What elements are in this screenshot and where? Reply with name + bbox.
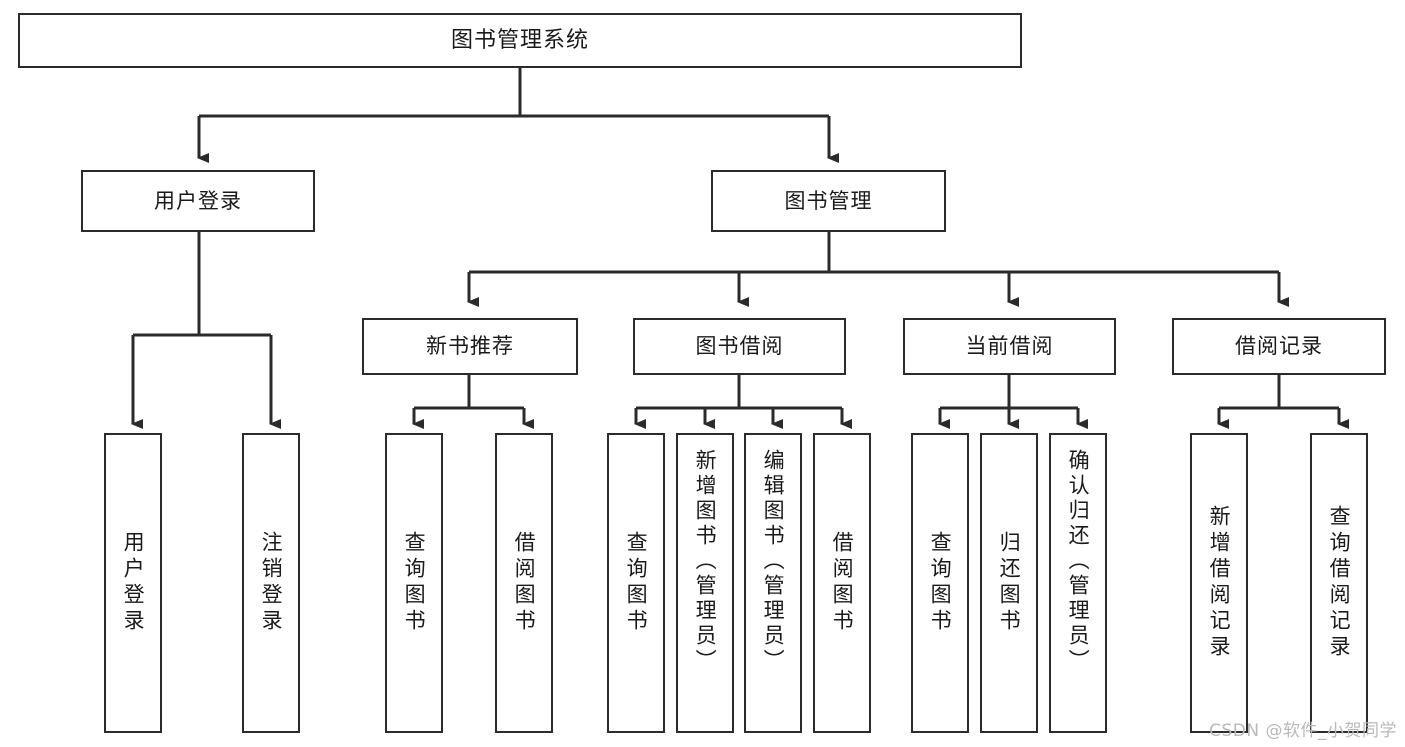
node-leaf-borrow-book-label: 借阅图书 [830,531,855,635]
node-leaf-borrow-book[interactable]: 借阅图书 [813,433,871,733]
node-user-login[interactable]: 用户登录 [81,170,315,232]
node-book-manage-label: 图书管理 [784,188,873,213]
node-leaf-edit-book-admin-label: 编辑图书（管理员） [761,449,786,674]
node-leaf-add-book-admin-label: 新增图书（管理员） [693,449,718,674]
node-leaf-logout-label: 注销登录 [259,531,284,635]
node-root-label: 图书管理系统 [450,27,589,53]
node-leaf-query-borrow-record-label: 查询借阅记录 [1327,505,1352,661]
node-leaf-add-borrow-record[interactable]: 新增借阅记录 [1190,433,1248,733]
node-book-borrow[interactable]: 图书借阅 [633,318,846,375]
node-current-borrow[interactable]: 当前借阅 [903,318,1116,375]
node-book-manage[interactable]: 图书管理 [711,170,946,232]
node-leaf-add-borrow-record-label: 新增借阅记录 [1207,505,1232,661]
node-leaf-confirm-return-admin[interactable]: 确认归还（管理员） [1049,433,1107,733]
watermark: CSDN @软件_小贺同学 [1209,721,1397,741]
node-leaf-query-borrow-record[interactable]: 查询借阅记录 [1310,433,1368,733]
node-leaf-query-book-recommend[interactable]: 查询图书 [385,433,443,733]
node-leaf-return-book[interactable]: 归还图书 [980,433,1038,733]
node-user-login-label: 用户登录 [154,188,242,213]
node-leaf-logout[interactable]: 注销登录 [242,433,300,733]
node-leaf-query-book-current-label: 查询图书 [928,531,953,635]
node-new-book-recommend-label: 新书推荐 [426,334,514,359]
node-leaf-add-book-admin[interactable]: 新增图书（管理员） [676,433,734,733]
node-new-book-recommend[interactable]: 新书推荐 [362,318,578,375]
node-leaf-return-book-label: 归还图书 [997,531,1022,635]
node-borrow-record[interactable]: 借阅记录 [1172,318,1386,375]
node-leaf-borrow-book-recommend-label: 借阅图书 [512,531,537,635]
node-borrow-record-label: 借阅记录 [1235,334,1323,359]
node-leaf-confirm-return-admin-label: 确认归还（管理员） [1066,449,1091,674]
node-leaf-query-book-borrow[interactable]: 查询图书 [607,433,665,733]
node-leaf-query-book-current[interactable]: 查询图书 [911,433,969,733]
node-leaf-borrow-book-recommend[interactable]: 借阅图书 [495,433,553,733]
node-root[interactable]: 图书管理系统 [18,13,1022,68]
node-leaf-query-book-recommend-label: 查询图书 [402,531,427,635]
node-leaf-user-login-label: 用户登录 [121,531,146,635]
node-current-borrow-label: 当前借阅 [965,334,1054,359]
node-book-borrow-label: 图书借阅 [695,334,784,359]
node-leaf-user-login[interactable]: 用户登录 [104,433,162,733]
node-leaf-query-book-borrow-label: 查询图书 [624,531,649,635]
node-leaf-edit-book-admin[interactable]: 编辑图书（管理员） [744,433,802,733]
